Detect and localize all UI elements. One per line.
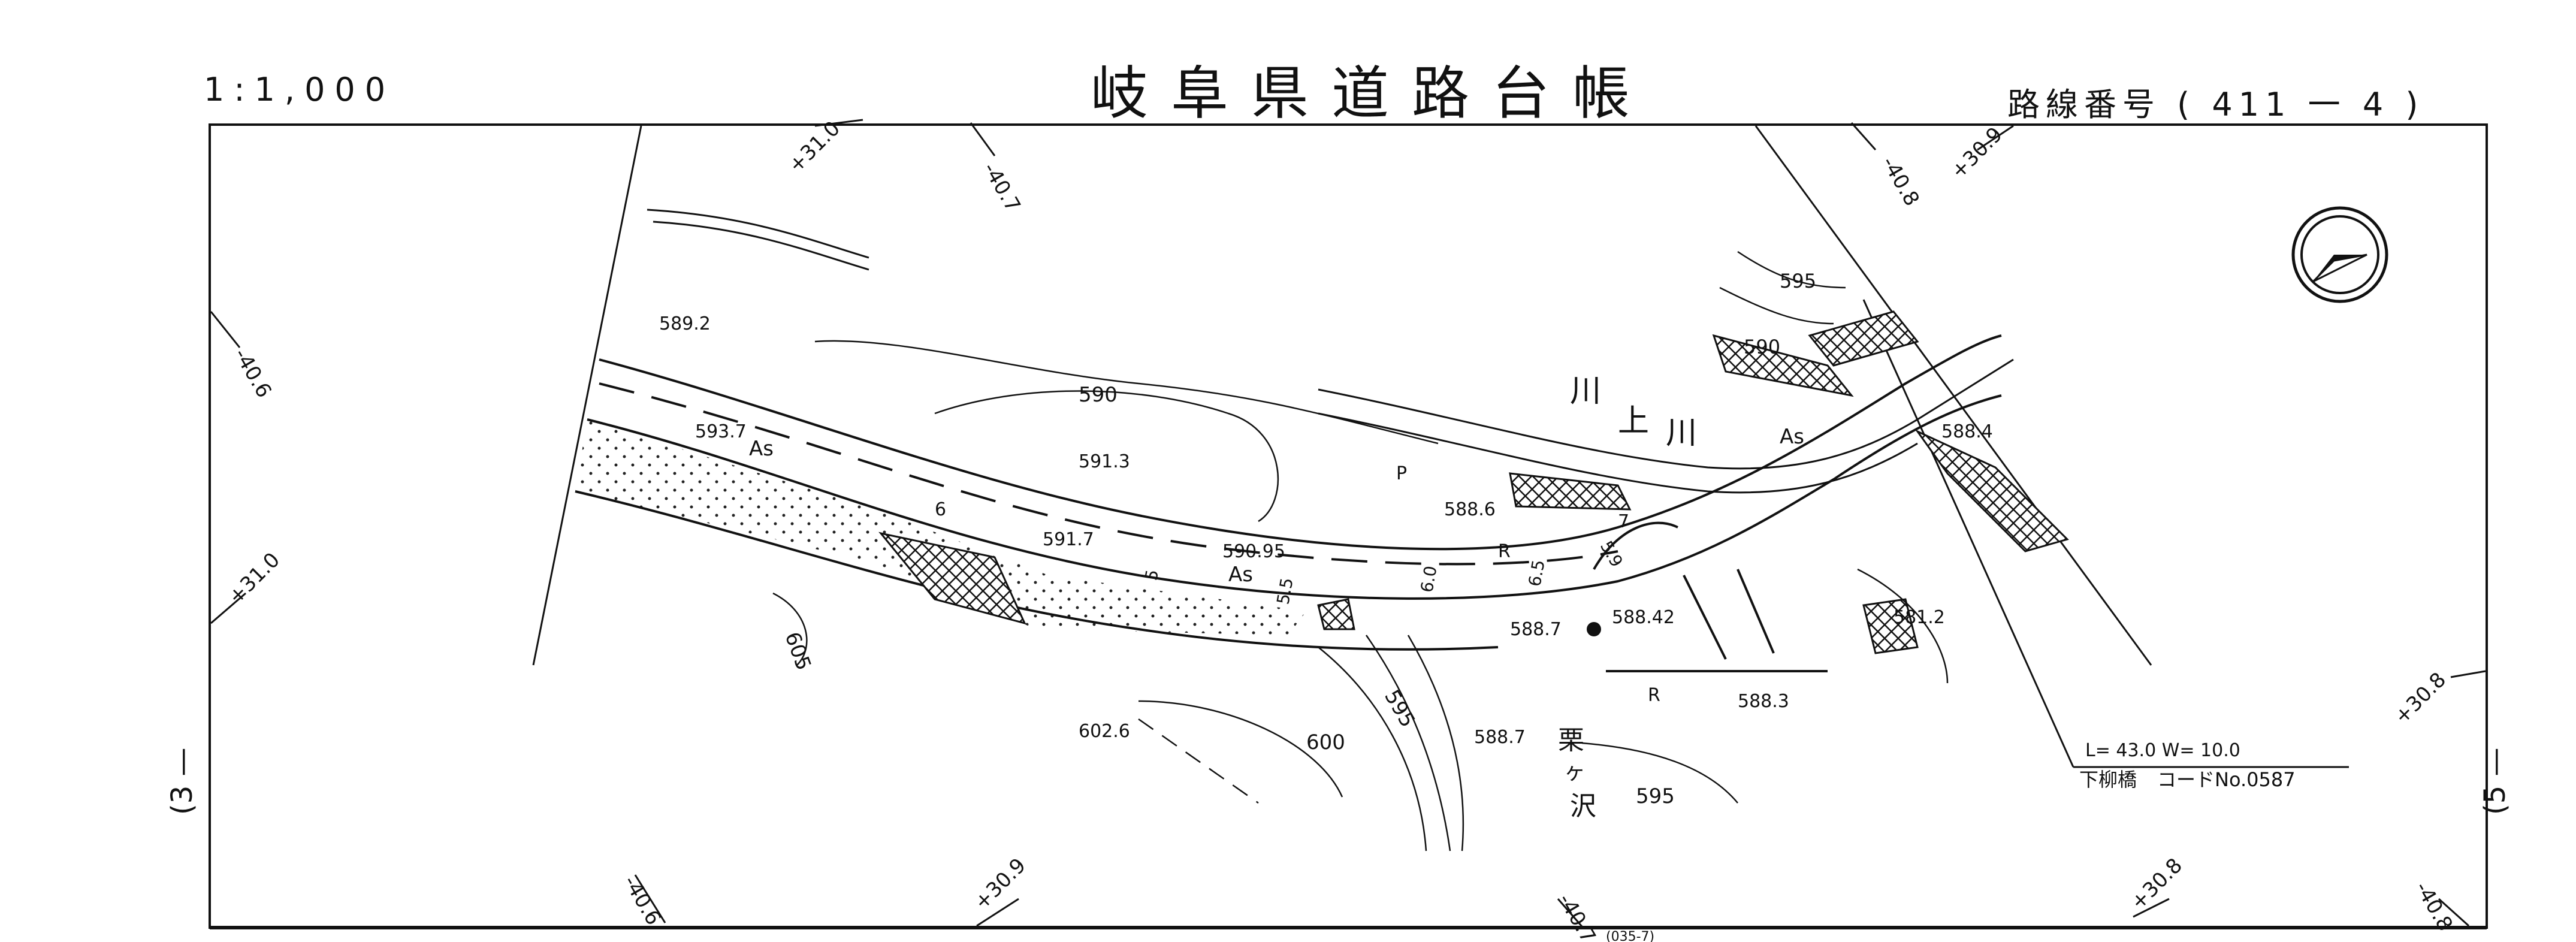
elevation-label: 588.7 bbox=[1474, 727, 1526, 748]
station-label: 6 bbox=[935, 499, 946, 520]
map-frame bbox=[209, 123, 2488, 929]
contour-lines bbox=[772, 250, 1949, 852]
bridge-code: コードNo.0587 bbox=[2157, 768, 2296, 791]
grid-label: -40.6 bbox=[229, 345, 276, 402]
elevation-label: 588.4 bbox=[1941, 421, 1993, 442]
station-label: 6.5 bbox=[1524, 558, 1548, 588]
stream-name-char: ヶ bbox=[1564, 760, 1586, 784]
bridge-info: L= 43.0 W= 10.0 下柳橋 コードNo.0587 bbox=[2079, 740, 2296, 791]
elevation-label: 588.7 bbox=[1510, 619, 1562, 640]
river-name-char: 川 bbox=[1666, 415, 1697, 451]
pavement-label: As bbox=[1780, 425, 1804, 449]
north-arrow-icon bbox=[2291, 206, 2388, 303]
route-close: ) bbox=[2405, 86, 2424, 123]
grid-ticks bbox=[210, 119, 2486, 927]
route-dash: 一 bbox=[2308, 86, 2347, 123]
grid-label: -40.7 bbox=[1553, 890, 1600, 942]
grid-label: -40.6 bbox=[618, 872, 666, 929]
grid-labels: +31.0 -40.7 -40.8 +30.9 -40.6 +31.0 +30.… bbox=[224, 116, 2457, 942]
map-title: 岐阜県道路台帳 bbox=[1091, 60, 1653, 127]
right-sheet-ref: (5 — bbox=[2478, 747, 2512, 815]
elevation-label: 602.6 bbox=[1079, 721, 1130, 742]
map-mark: R bbox=[1498, 541, 1511, 562]
elevation-label: 593.7 bbox=[695, 421, 747, 442]
bridge-name: 下柳橋 bbox=[2079, 768, 2137, 791]
elevation-label: 588.3 bbox=[1738, 691, 1789, 712]
contour-label: 590 bbox=[1744, 336, 1780, 358]
grid-label: +30.9 bbox=[1946, 122, 2007, 183]
river-name-char: 川 bbox=[1570, 373, 1601, 409]
elevation-label: 581.2 bbox=[1894, 607, 1945, 628]
sheet-reference: (035-7) bbox=[1606, 929, 1654, 942]
pavement-label: As bbox=[1228, 563, 1253, 587]
elevation-label: 591.3 bbox=[1079, 451, 1130, 472]
route-open: ( bbox=[2177, 86, 2196, 123]
station-label: 5 bbox=[1141, 568, 1162, 582]
station-label: 5.5 bbox=[1273, 576, 1297, 606]
stream-name-char: 沢 bbox=[1570, 791, 1596, 822]
pavement-label: As bbox=[749, 437, 774, 461]
grid-label: +31.0 bbox=[224, 548, 285, 609]
contour-label: 600 bbox=[1306, 730, 1345, 754]
elevation-label: 590.95 bbox=[1222, 541, 1285, 562]
river-name-char: 上 bbox=[1618, 403, 1649, 439]
grid-label: -40.8 bbox=[1877, 153, 1924, 210]
route-number: 路線番号 ( 411 一 4 ) bbox=[2007, 78, 2424, 125]
left-sheet-ref: (3 — bbox=[165, 747, 199, 815]
elevation-label: 588.42 bbox=[1612, 607, 1675, 628]
station-label: 5.9 bbox=[1596, 538, 1627, 570]
bridge-dimensions: L= 43.0 W= 10.0 bbox=[2085, 740, 2240, 761]
map-mark: R bbox=[1648, 685, 1660, 706]
road-edges bbox=[575, 334, 2002, 651]
route-section: 4 bbox=[2362, 86, 2390, 123]
elevation-label: 588.6 bbox=[1444, 499, 1496, 520]
stream-name-char: 栗 bbox=[1558, 725, 1584, 756]
river-banks bbox=[647, 209, 2014, 494]
map-mark: P bbox=[1396, 463, 1407, 484]
elevation-label: 589.2 bbox=[659, 313, 711, 334]
map-labels: 589.2 593.7 As 590 591.3 591.7 590.95 As… bbox=[659, 270, 1993, 822]
route-number-value: 411 bbox=[2212, 86, 2292, 123]
benchmark-icon bbox=[1587, 622, 1601, 636]
contour-label: 605 bbox=[780, 629, 816, 674]
hatched-structures bbox=[878, 310, 2069, 654]
dotted-area bbox=[575, 419, 1306, 635]
contour-label: 595 bbox=[1636, 784, 1675, 808]
contour-label: 595 bbox=[1780, 270, 1816, 292]
grid-label: +30.9 bbox=[970, 853, 1031, 914]
grid-label: +30.8 bbox=[2390, 668, 2451, 729]
station-label: 6.0 bbox=[1417, 564, 1440, 594]
bridge-structure bbox=[1593, 521, 1828, 672]
station-label: 7 bbox=[1618, 511, 1629, 532]
map-scale: 1:1,000 bbox=[204, 71, 395, 108]
elevation-label: 591.7 bbox=[1043, 529, 1094, 550]
contour-label: 590 bbox=[1079, 383, 1118, 407]
grid-label: -40.7 bbox=[978, 159, 1025, 216]
sheet-boundaries bbox=[532, 125, 2349, 768]
route-label: 路線番号 bbox=[2007, 86, 2161, 123]
